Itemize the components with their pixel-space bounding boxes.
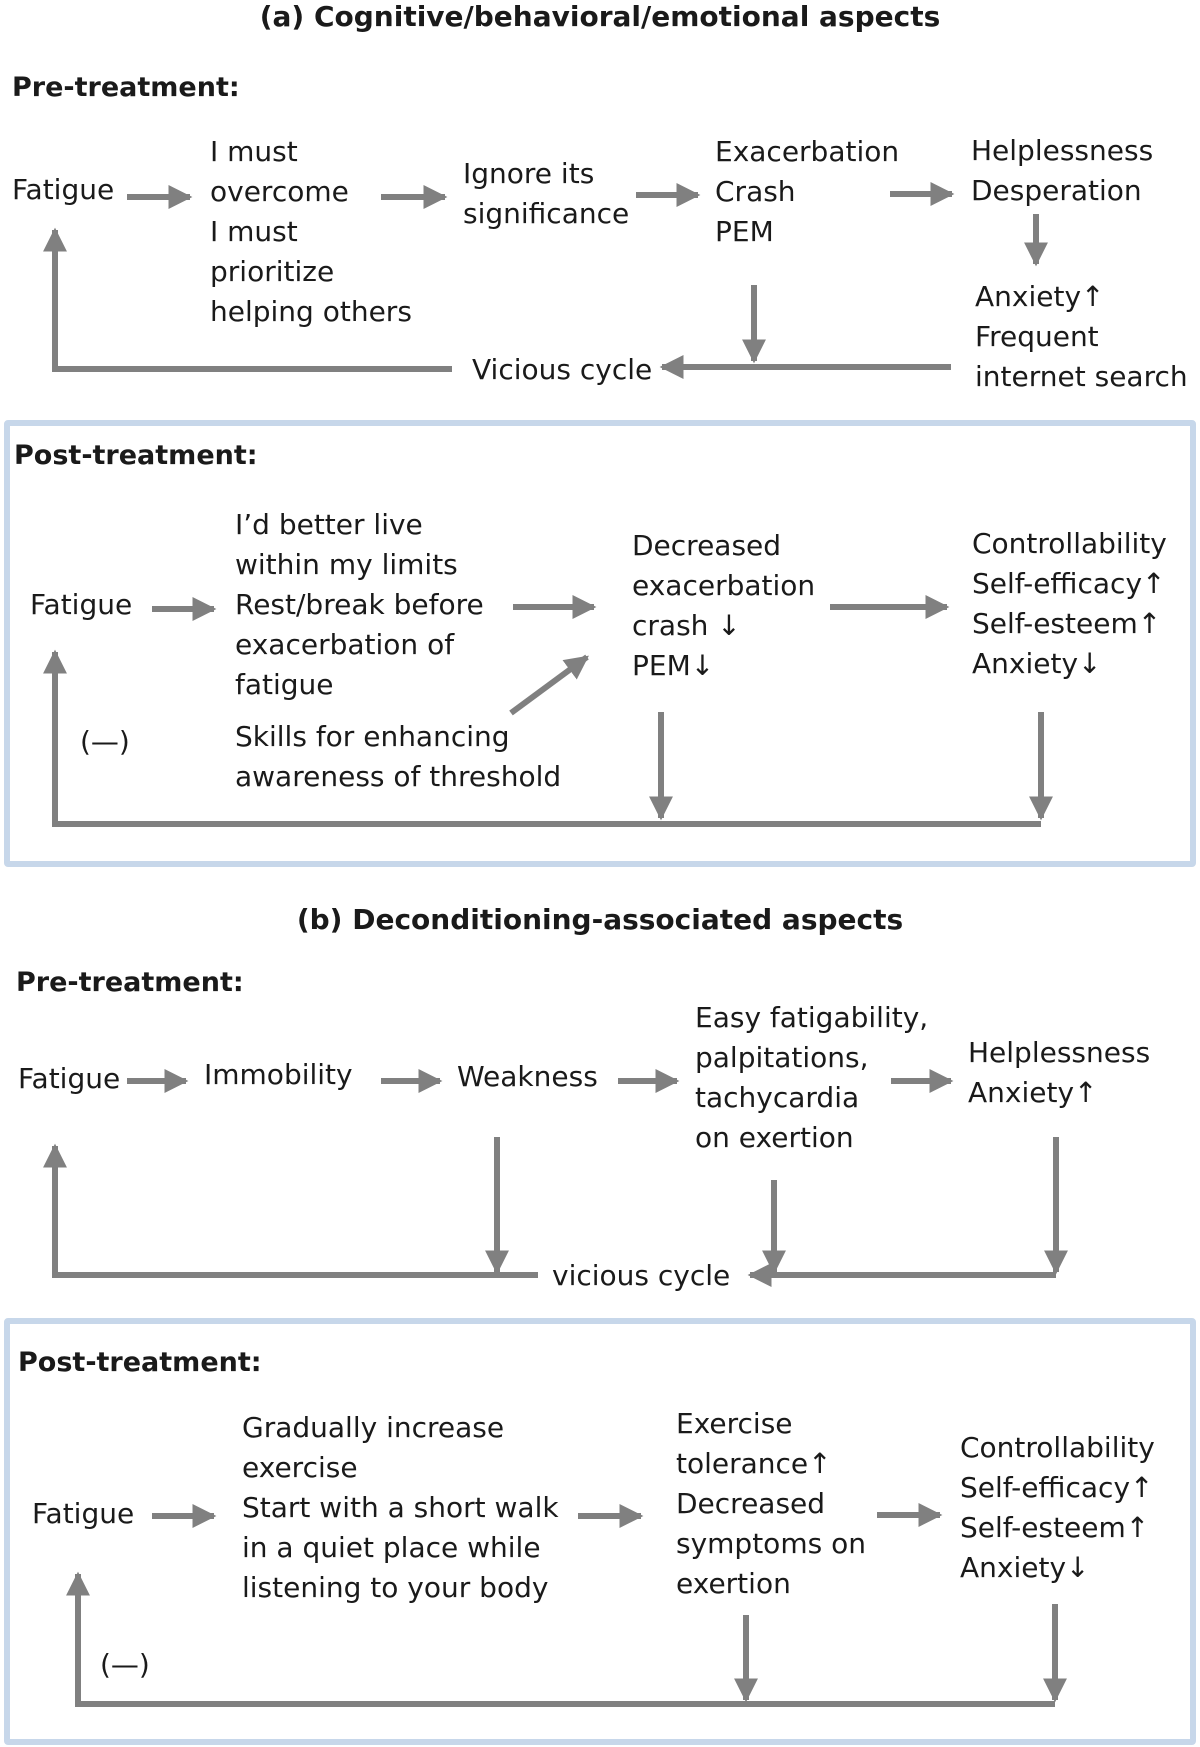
node-fatigue-b-post: Fatigue <box>32 1497 135 1530</box>
post-treatment-label-b: Post-treatment: <box>18 1347 262 1378</box>
arrow-a-post-feedback-to-fatigue <box>43 649 1041 827</box>
node-weakness: Weakness <box>457 1060 598 1093</box>
node-vicious-cycle-b: vicious cycle <box>552 1259 731 1292</box>
node-fatigue-a-post: Fatigue <box>30 588 133 621</box>
node-immobility: Immobility <box>204 1058 353 1091</box>
pre-treatment-label-b: Pre-treatment: <box>16 967 244 998</box>
node-fatigue-a-pre: Fatigue <box>12 173 115 206</box>
arrow-a-post-skills-to-decreased <box>509 654 589 716</box>
node-fatigue-b-pre: Fatigue <box>18 1062 121 1095</box>
arrow-b-cycle-to-fatigue <box>43 1143 538 1278</box>
arrow-b-post-feedback-to-fatigue <box>66 1571 1055 1707</box>
section-a-title: (a) Cognitive/behavioral/emotional aspec… <box>259 0 941 33</box>
pre-treatment-label-a: Pre-treatment: <box>12 72 240 103</box>
arrow-a-cycle-to-fatigue <box>43 227 452 372</box>
post-treatment-label-a: Post-treatment: <box>14 440 258 471</box>
post-treatment-box-a <box>4 420 1196 867</box>
section-b-title: (b) Deconditioning-associated aspects <box>296 903 904 936</box>
node-vicious-cycle-a: Vicious cycle <box>472 353 653 386</box>
negative-feedback-label-a: (—) <box>80 725 130 758</box>
negative-feedback-label-b: (—) <box>100 1648 150 1681</box>
node-easy-fatigability: Easy fatigability,palpitations,tachycard… <box>695 1001 929 1154</box>
post-treatment-box-b <box>4 1318 1196 1745</box>
